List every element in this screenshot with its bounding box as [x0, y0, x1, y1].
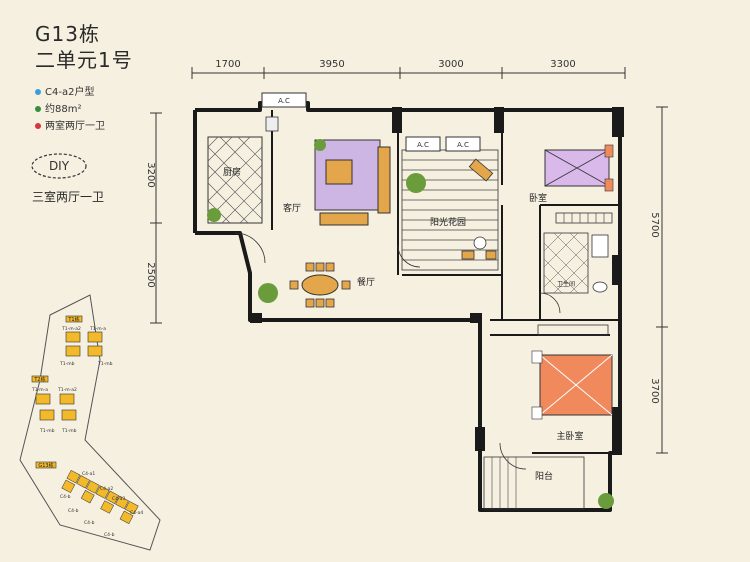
side-table: [473, 236, 487, 250]
ac-label: A.C: [457, 141, 469, 149]
g13-unit-row: [61, 469, 139, 525]
room-label-kitchen: 厨房: [223, 166, 241, 178]
unit-label: T1-m-a: [31, 387, 48, 393]
unit-label: C4-a1: [82, 471, 95, 477]
lounge-chair: [468, 158, 494, 182]
plant-icon: [598, 493, 614, 509]
block-label-bg: [31, 375, 49, 383]
wall-columns: [250, 107, 624, 455]
unit-block: [39, 409, 55, 421]
ac-label: A.C: [417, 141, 429, 149]
unit-block: [87, 345, 103, 357]
room-label-sunroom: 阳光花园: [430, 216, 466, 228]
fridge: [265, 116, 279, 132]
door-arcs: [234, 232, 561, 470]
legend-dot: [35, 123, 41, 129]
dim-left-2: 2500: [145, 262, 156, 287]
ac-label: A.C: [278, 97, 290, 105]
room-label-dining: 餐厅: [357, 276, 375, 288]
unit-label: C4-b: [60, 494, 71, 500]
unit-block: [65, 345, 81, 357]
legend-dot: [35, 89, 41, 95]
unit-block: [87, 331, 103, 343]
unit-block: [61, 409, 77, 421]
unit-label: C4-b: [84, 520, 95, 526]
unit-label: T1-m-a: [89, 326, 106, 332]
inner-walls: [271, 110, 620, 454]
ac-unit: [261, 92, 307, 108]
dim-top-3: 3000: [438, 59, 463, 70]
unit-label: C4-a3: [112, 496, 125, 502]
unit-label: T1-mb: [59, 361, 75, 367]
block-label-t2: T2栋: [33, 376, 45, 383]
unit-label: T1-mb: [97, 361, 113, 367]
bathroom-area: [543, 232, 589, 294]
unit-block: [35, 393, 51, 405]
floor-plan: 1700 3950 3000 3300 3200 2500 5700 3700: [145, 59, 668, 512]
dining-table: [301, 274, 339, 296]
plant-icon: [314, 139, 326, 151]
room-label-bedroom: 卧室: [529, 192, 547, 204]
unit-label: C4-b: [68, 508, 79, 514]
diy-caption: 三室两厅一卫: [32, 190, 105, 204]
block-label-bg: [65, 315, 83, 323]
dining-chairs: [289, 262, 351, 308]
unit-label: T1-mb: [61, 428, 77, 434]
unit-label: T1-m-a2: [57, 387, 77, 393]
unit-label: T1-mb: [39, 428, 55, 434]
armchair: [319, 212, 369, 226]
legend-item-unit-type: C4-a2户型: [35, 83, 94, 98]
diy-label: DIY: [49, 159, 70, 173]
unit-label: T1-m-a2: [61, 326, 81, 332]
dim-right-1: 5700: [649, 212, 660, 237]
nightstand: [531, 406, 543, 420]
wardrobe: [537, 324, 609, 336]
kitchen-area: [207, 136, 263, 224]
nightstand: [604, 144, 614, 158]
sink: [592, 281, 608, 293]
room-label-master: 主卧室: [556, 430, 583, 442]
room-label-bathroom: 卫生间: [557, 280, 575, 288]
dim-top-4: 3300: [550, 59, 575, 70]
balcony-area: [483, 456, 585, 510]
stool: [461, 250, 475, 260]
unit-title: 二单元1号: [35, 48, 133, 72]
ac-unit: [405, 136, 441, 152]
wardrobe: [555, 212, 613, 224]
dim-left-1: 3200: [145, 162, 156, 187]
building-title: G13栋: [35, 22, 100, 46]
unit-block: [59, 393, 75, 405]
unit-block: [65, 331, 81, 343]
block-label-t1: T1栋: [67, 316, 79, 323]
nightstand: [604, 178, 614, 192]
plant-icon: [207, 208, 221, 222]
block-label-bg: [35, 461, 57, 469]
unit-label: C4-b: [104, 532, 115, 538]
ac-unit: [445, 136, 481, 152]
plant-icon: [406, 173, 426, 193]
coffee-table: [325, 159, 353, 185]
dim-top-1: 1700: [215, 59, 240, 70]
plant-icon: [258, 283, 278, 303]
legend-item-area: 约88m²: [35, 100, 81, 115]
toilet: [591, 234, 609, 258]
stool: [485, 250, 497, 260]
unit-label: C4-a2: [100, 486, 113, 492]
legend-dot: [35, 106, 41, 112]
block-label-g13: G13栋: [38, 462, 53, 469]
dim-top-2: 3950: [319, 59, 344, 70]
legend-item-layout: 两室两厅一卫: [35, 117, 105, 132]
unit-label: C4-a4: [130, 510, 143, 516]
nightstand: [531, 350, 543, 364]
site-plan: T1栋 T1-m-a2 T1-m-a T1-mb T1-mb T2栋 T1-m-…: [19, 294, 161, 551]
diy-badge: DIY: [31, 153, 87, 179]
dim-right-2: 3700: [649, 378, 660, 403]
sofa: [377, 146, 391, 214]
room-label-balcony: 阳台: [535, 470, 553, 482]
room-label-living: 客厅: [283, 202, 301, 214]
